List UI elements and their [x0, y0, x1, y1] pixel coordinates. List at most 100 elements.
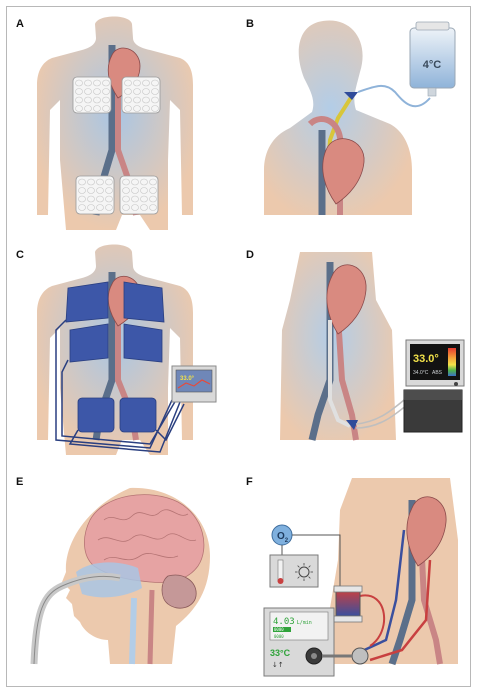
ice-pads-chest	[72, 76, 161, 114]
ice-cell	[133, 105, 141, 112]
oxygenator-cap-f	[333, 585, 363, 593]
ice-cell	[75, 105, 83, 112]
oxygen-line-f	[281, 534, 341, 590]
ice-cell	[122, 187, 130, 194]
console-graph-c	[177, 379, 211, 389]
ice-cell	[105, 195, 113, 203]
ice-cell	[142, 79, 150, 87]
ice-cell	[133, 96, 141, 104]
ice-cell	[78, 178, 86, 186]
ice-cell	[102, 79, 110, 87]
ice-cell	[151, 79, 159, 87]
circuit-red-f	[359, 594, 386, 647]
ice-cell	[105, 178, 113, 186]
saline-bag	[409, 27, 456, 89]
arterial-cannula-f	[369, 559, 432, 662]
ice-cell	[151, 96, 159, 104]
catheter-hub-d	[346, 420, 358, 430]
ice-cell	[140, 187, 148, 194]
ice-cell	[78, 204, 86, 211]
monitor-main-temp-d: 33.0°	[413, 353, 439, 365]
monitor-sub1-d: 34.0°C	[413, 370, 429, 376]
sun-icon	[298, 566, 310, 578]
panel-e: E	[16, 476, 210, 665]
ice-cell	[140, 178, 148, 186]
oxygen-label-f: O2	[277, 531, 289, 544]
panel-label-b: B	[246, 18, 254, 30]
ice-cell	[142, 96, 150, 104]
venous-cannula-f	[359, 529, 406, 654]
sun-rays-icon	[295, 563, 313, 581]
panel-label-d: D	[246, 249, 254, 261]
ice-cell	[105, 187, 113, 194]
cooling-pads-c	[65, 281, 165, 433]
ice-cell	[140, 204, 148, 211]
ice-cell	[96, 178, 104, 186]
ice-cell	[96, 204, 104, 211]
ice-cell	[142, 105, 150, 112]
ice-cell	[149, 178, 157, 186]
ice-cell	[87, 195, 95, 203]
ice-cell	[96, 195, 104, 203]
ice-cell	[131, 204, 139, 211]
saline-bag-top	[415, 21, 450, 31]
ecmo-screen-f	[269, 611, 329, 641]
thermometer-f	[277, 559, 284, 581]
ice-cell	[122, 204, 130, 211]
ice-cell	[84, 96, 92, 104]
ice-cell	[93, 88, 101, 95]
ice-cell	[149, 187, 157, 194]
ice-cell	[78, 187, 86, 194]
ice-cell	[96, 187, 104, 194]
ice-cell	[151, 88, 159, 95]
readout-bar-f	[273, 627, 291, 632]
ice-cell	[93, 105, 101, 112]
airway-e	[129, 597, 137, 665]
ice-cell	[122, 195, 130, 203]
ice-cell	[102, 105, 110, 112]
ice-cell	[84, 79, 92, 87]
ice-cell	[124, 79, 132, 87]
ice-cell	[75, 79, 83, 87]
saline-temp: 4°C	[423, 59, 442, 71]
panel-label-f: F	[246, 476, 253, 488]
ice-cell	[133, 88, 141, 95]
heart-d	[326, 264, 367, 335]
monitor-knob-d	[454, 382, 458, 386]
ice-cell	[122, 178, 130, 186]
ice-cell	[102, 88, 110, 95]
ice-cell	[131, 195, 139, 203]
thermometer-bulb-f	[277, 578, 284, 584]
nasal-catheter-outline-e	[33, 575, 121, 665]
readout-line3-f: 0000	[274, 634, 284, 639]
ice-cell	[149, 204, 157, 211]
readout-line2-f: 0000	[274, 627, 284, 632]
ice-cell	[93, 96, 101, 104]
console-temp-f: 33°C	[270, 648, 291, 658]
ice-cell	[75, 96, 83, 104]
ice-pads-legs	[75, 175, 159, 215]
oxygenator-f	[335, 589, 361, 617]
connector-b	[344, 92, 358, 100]
centrifugal-pump-f	[351, 647, 369, 665]
tubing-b	[357, 85, 431, 108]
ice-cell	[102, 96, 110, 104]
saline-bag-port	[427, 87, 437, 97]
ice-cell	[78, 195, 86, 203]
sun-ray	[308, 565, 311, 568]
endovascular-catheter-d	[328, 320, 351, 428]
ice-cell	[93, 79, 101, 87]
ice-cell	[124, 88, 132, 95]
ice-cell	[87, 178, 95, 186]
panel-d: D 33.0° 34.0°C ABS	[246, 249, 465, 441]
heater-unit-f	[269, 554, 319, 588]
heart-f	[406, 496, 447, 567]
ice-cell	[105, 204, 113, 211]
brain-folds-e	[97, 509, 197, 561]
console-arrows-f: ↓↑	[272, 661, 284, 669]
oxygenator-base-f	[333, 615, 363, 623]
ice-cell	[87, 187, 95, 194]
panel-label-a: A	[16, 18, 24, 30]
